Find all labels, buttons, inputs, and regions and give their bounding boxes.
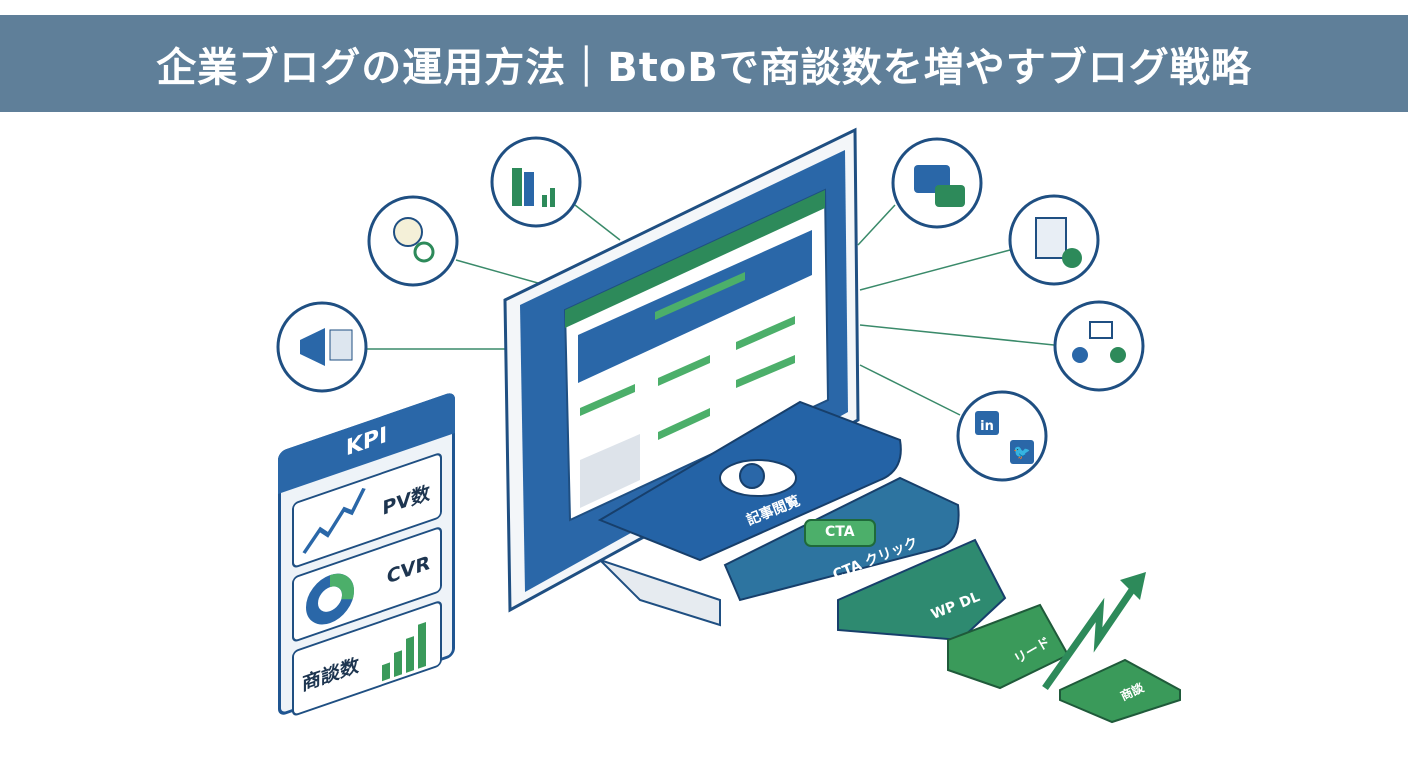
image-placeholder xyxy=(580,434,640,508)
twitter-icon: 🐦 xyxy=(1013,445,1030,461)
funnel-step-deal xyxy=(1059,658,1181,724)
title-banner: 企業ブログの運用方法｜BtoBで商談数を増やすブログ戦略 xyxy=(0,15,1408,112)
funnel-step-wpdl xyxy=(837,538,1007,642)
kpi-panel: KPI PV数 CVR 商談数 xyxy=(278,391,455,718)
page-title: 企業ブログの運用方法｜BtoBで商談数を増やすブログ戦略 xyxy=(156,44,1252,91)
bar-chart-icon xyxy=(382,622,426,682)
line-chart-icon xyxy=(302,487,366,554)
donut-chart-icon xyxy=(306,573,355,625)
social-share-icon xyxy=(956,390,1048,482)
monitor-stand xyxy=(599,559,721,627)
cta-button xyxy=(804,519,876,547)
cta-label: CTA xyxy=(825,524,855,540)
linkedin-icon: in xyxy=(980,419,994,434)
webinar-icon xyxy=(1053,300,1145,392)
kpi-card-pv: PV数 xyxy=(292,451,442,570)
page-hero xyxy=(578,230,812,383)
content-headlines xyxy=(580,316,795,440)
funnel-step-lead xyxy=(947,603,1070,690)
browser-bar xyxy=(565,190,825,328)
connector-lines xyxy=(367,204,1055,416)
books-chart-icon xyxy=(490,136,582,228)
kpi-card-cvr: CVR xyxy=(292,525,442,644)
kpi-card-deals: 商談数 xyxy=(292,599,442,718)
growth-arrow xyxy=(1042,588,1135,691)
